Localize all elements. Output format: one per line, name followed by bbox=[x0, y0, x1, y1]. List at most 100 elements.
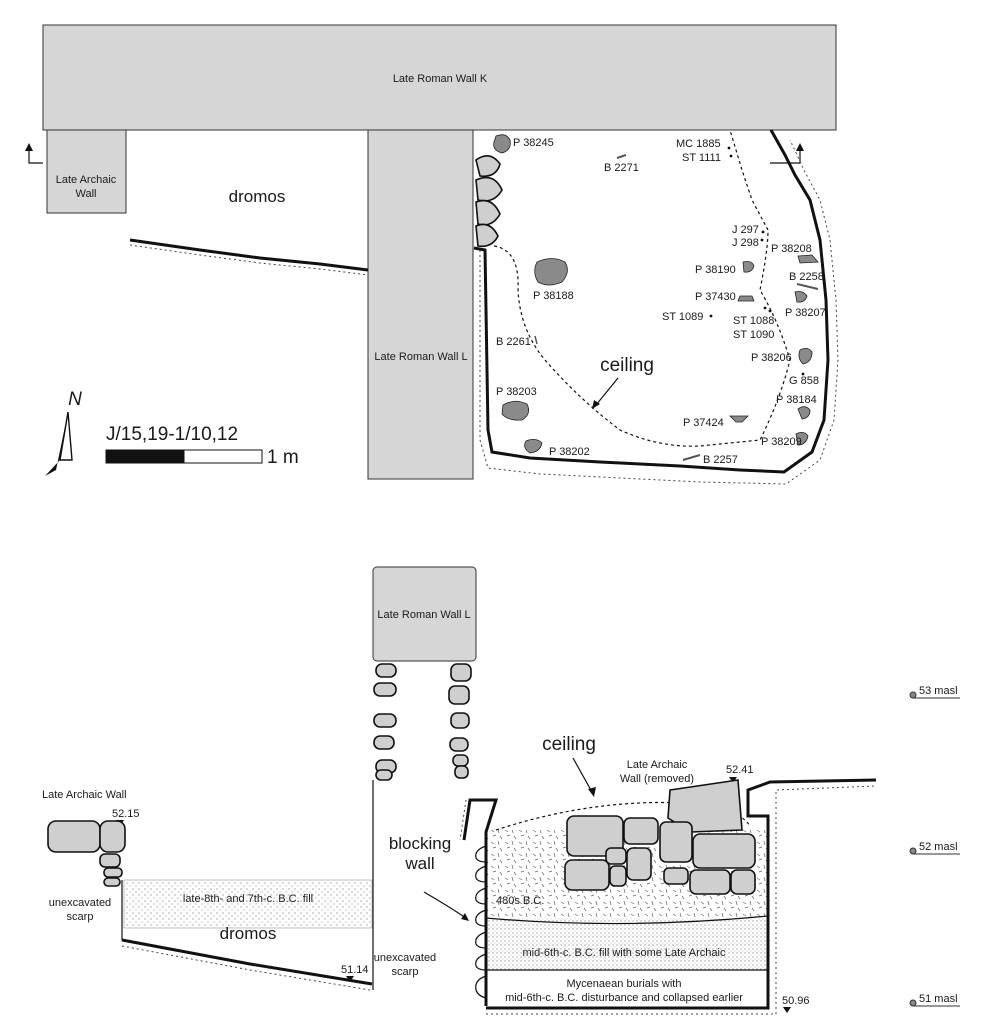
finds-symbols bbox=[493, 134, 819, 461]
chamber-blocking-stones bbox=[564, 815, 756, 895]
left-scarp-label-1: unexcavated bbox=[49, 897, 111, 909]
late-archaic-wall bbox=[46, 129, 127, 214]
section-view: Late Roman Wall L Late Archaic Wall 52.1… bbox=[42, 566, 960, 1015]
blocking-stones bbox=[475, 155, 503, 248]
section-arrow-left-icon bbox=[25, 143, 33, 151]
find-g-858: G 858 bbox=[789, 375, 819, 387]
chamber-outline bbox=[473, 129, 830, 474]
layer-mid-6th bbox=[486, 918, 768, 970]
find-p-38202: P 38202 bbox=[549, 446, 590, 458]
section-ceiling-line bbox=[495, 801, 751, 831]
layer-mid6-label: mid-6th-c. B.C. fill with some Late Arch… bbox=[523, 947, 726, 959]
find-st-1089: ST 1089 bbox=[662, 311, 703, 323]
blocking-wall-label-2: wall bbox=[404, 854, 434, 873]
late-roman-wall-l bbox=[367, 129, 474, 480]
dromos-wall-line bbox=[129, 238, 369, 272]
find-p-38209: P 38209 bbox=[761, 436, 802, 448]
elevation-52-15: 52.15 bbox=[112, 808, 140, 820]
left-scarp-label-2: scarp bbox=[67, 911, 94, 923]
scale-label: 1 m bbox=[267, 447, 299, 468]
wall-k-label: Late Roman Wall K bbox=[393, 73, 488, 85]
section-ceiling-label: ceiling bbox=[542, 734, 596, 755]
find-j-297: J 297 bbox=[732, 224, 759, 236]
wall-l-label: Late Roman Wall L bbox=[374, 351, 467, 363]
elevation-50-96: 50.96 bbox=[782, 995, 810, 1007]
plan-view: Late Roman Wall K Late Roman Wall L Late… bbox=[25, 24, 839, 485]
archaic-removed-label-2: Wall (removed) bbox=[620, 773, 694, 785]
layer-480s-label: 480s B.C. bbox=[496, 895, 544, 907]
find-p-38203: P 38203 bbox=[496, 386, 537, 398]
masl-51: 51 masl bbox=[919, 993, 958, 1005]
find-p-38188: P 38188 bbox=[533, 290, 574, 302]
find-p-38184: P 38184 bbox=[776, 394, 817, 406]
chamber-west-hatching bbox=[459, 799, 467, 841]
scale-bar-light bbox=[183, 449, 263, 464]
find-p-38206: P 38206 bbox=[751, 352, 792, 364]
mid-scarp-label-2: scarp bbox=[392, 966, 419, 978]
find-p-38245: P 38245 bbox=[513, 137, 554, 149]
layer-boundary-upper bbox=[485, 915, 769, 925]
blocking-wall-pointer bbox=[423, 891, 467, 919]
section-ceiling-arrow-icon bbox=[588, 787, 596, 797]
find-b-2271: B 2271 bbox=[604, 162, 639, 174]
chamber-west-wall bbox=[462, 798, 499, 1006]
mid-scarp-label-1: unexcavated bbox=[374, 952, 436, 964]
layer-myc-label-2: mid-6th-c. B.C. disturbance and collapse… bbox=[505, 992, 743, 1004]
dromos-floor-line bbox=[121, 938, 373, 986]
find-st-1088: ST 1088 bbox=[733, 315, 774, 327]
dromos-fill-layer bbox=[123, 879, 373, 929]
section-archaic-wall-label: Late Archaic Wall bbox=[42, 789, 127, 801]
north-label: N bbox=[68, 389, 82, 410]
wall-l-foundation-stones bbox=[373, 663, 472, 781]
north-arrow-icon: N bbox=[45, 389, 82, 476]
dromos-label: dromos bbox=[229, 187, 286, 206]
dromos-fill-label: late-8th- and 7th-c. B.C. fill bbox=[183, 893, 313, 905]
section-arrow-right-icon bbox=[796, 143, 804, 151]
find-mc-1885: MC 1885 bbox=[676, 138, 721, 150]
find-j-298: J 298 bbox=[732, 237, 759, 249]
section-late-roman-wall-l bbox=[372, 566, 477, 662]
section-archaic-wall-stones bbox=[47, 820, 126, 887]
blocking-wall-arrow-icon bbox=[461, 913, 469, 921]
ceiling-pointer bbox=[595, 377, 619, 406]
elevation-marker-50-96-icon bbox=[783, 1007, 791, 1013]
elevation-51-14: 51.14 bbox=[341, 964, 369, 976]
scale-bar-dark bbox=[105, 449, 185, 464]
late-roman-wall-k bbox=[42, 24, 837, 131]
archaic-wall-label-1: Late Archaic bbox=[56, 174, 117, 186]
masl-53: 53 masl bbox=[919, 685, 958, 697]
find-b-2261: B 2261 bbox=[496, 336, 531, 348]
find-p-38208: P 38208 bbox=[771, 243, 812, 255]
elevation-marker-51-14-icon bbox=[346, 976, 354, 982]
chamber-east-floor-wall bbox=[486, 778, 877, 1010]
section-wall-l-label: Late Roman Wall L bbox=[377, 609, 470, 621]
removed-archaic-wall-stone bbox=[667, 779, 743, 833]
section-ceiling-pointer bbox=[572, 757, 593, 793]
masl-markers: 53 masl 52 masl 51 masl bbox=[909, 685, 960, 1007]
ceiling-label: ceiling bbox=[600, 355, 654, 376]
find-st-1111: ST 1111 bbox=[682, 152, 721, 164]
grid-reference: J/15,19-1/10,12 bbox=[106, 424, 238, 445]
blocking-wall-label-1: blocking bbox=[389, 834, 451, 853]
dromos-floor-hatching bbox=[121, 945, 371, 991]
finds-labels: P 38245 B 2271 MC 1885 ST 1111 J 297 J 2… bbox=[496, 137, 826, 466]
elevation-52-41: 52.41 bbox=[726, 764, 754, 776]
layer-myc-label-1: Mycenaean burials with bbox=[567, 978, 682, 990]
find-b-2258: B 2258 bbox=[789, 271, 824, 283]
find-p-38190: P 38190 bbox=[695, 264, 736, 276]
find-b-2257: B 2257 bbox=[703, 454, 738, 466]
masl-52: 52 masl bbox=[919, 841, 958, 853]
blocking-wall-stones bbox=[475, 845, 487, 999]
dromos-hatching bbox=[129, 244, 369, 276]
ceiling-line bbox=[493, 129, 791, 447]
chamber-hatching bbox=[479, 139, 839, 485]
ceiling-pointer-arrow-icon bbox=[592, 400, 600, 409]
find-p-38207: P 38207 bbox=[785, 307, 826, 319]
archaic-wall-label-2: Wall bbox=[76, 188, 97, 200]
find-st-1090: ST 1090 bbox=[733, 329, 774, 341]
archaic-removed-label-1: Late Archaic bbox=[627, 759, 688, 771]
section-dromos-label: dromos bbox=[220, 924, 277, 943]
find-p-37424: P 37424 bbox=[683, 417, 724, 429]
find-p-37430: P 37430 bbox=[695, 291, 736, 303]
